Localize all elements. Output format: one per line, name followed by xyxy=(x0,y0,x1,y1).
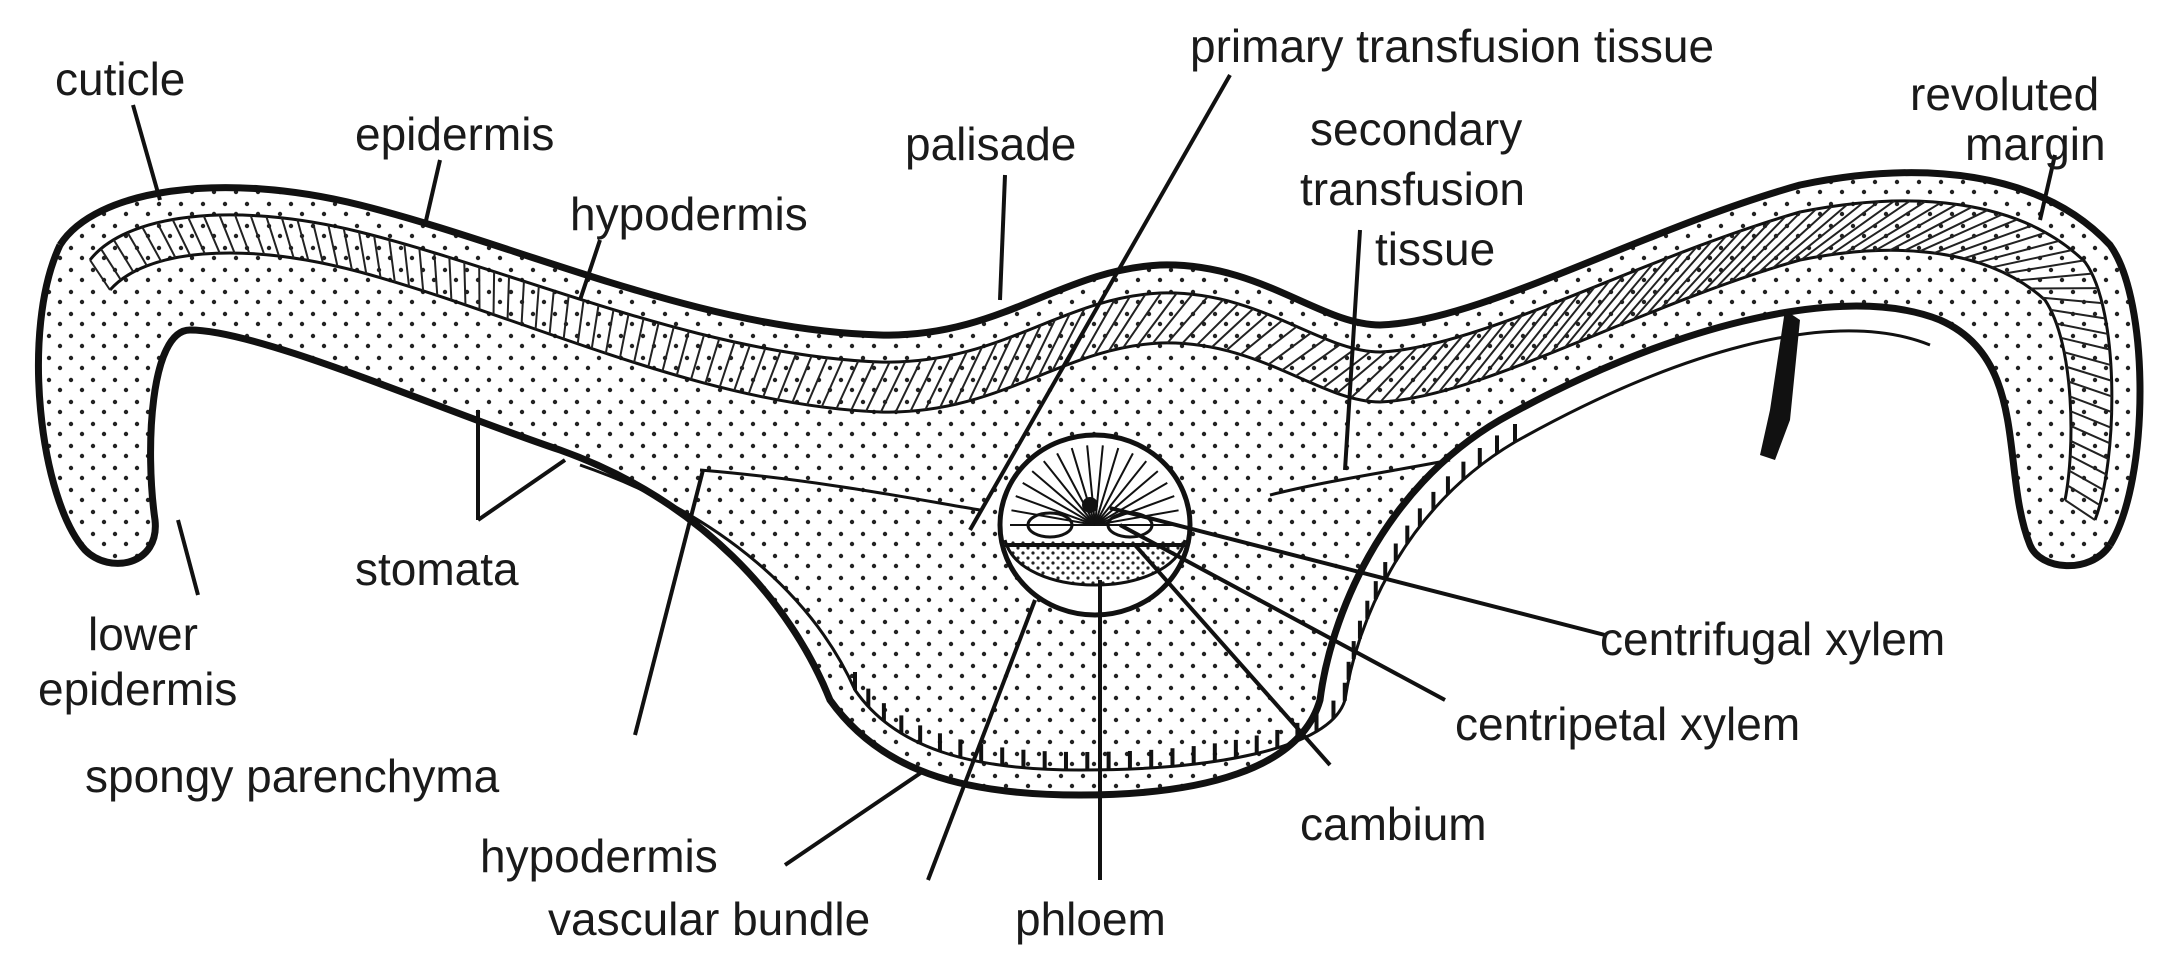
label-epidermis: epidermis xyxy=(355,108,554,160)
palisade-cell xyxy=(464,262,465,305)
label-phloem: phloem xyxy=(1015,893,1166,945)
label-stomata: stomata xyxy=(355,543,519,595)
label-cambium: cambium xyxy=(1300,798,1487,850)
label-centripetal-xylem: centripetal xylem xyxy=(1455,698,1800,750)
label-vascular-bundle: vascular bundle xyxy=(548,893,870,945)
label-cuticle: cuticle xyxy=(55,53,185,105)
label-spongy-parenchyma: spongy parenchyma xyxy=(85,750,500,802)
label-hypodermis-upper: hypodermis xyxy=(570,188,808,240)
vascular-bundle xyxy=(1000,435,1190,615)
label-lower-epidermis-1: lower xyxy=(88,608,198,660)
resin-duct xyxy=(1760,310,1800,460)
label-secondary-transfusion-tissue-3: tissue xyxy=(1375,223,1495,275)
label-revoluted-margin-2: margin xyxy=(1965,118,2106,170)
label-primary-transfusion-tissue: primary transfusion tissue xyxy=(1190,20,1714,72)
label-centrifugal-xylem: centrifugal xylem xyxy=(1600,613,1945,665)
label-hypodermis-lower: hypodermis xyxy=(480,830,718,882)
label-palisade: palisade xyxy=(905,118,1076,170)
palisade-cell xyxy=(494,272,495,315)
label-secondary-transfusion-tissue-1: secondary xyxy=(1310,103,1522,155)
label-revoluted-margin-1: revoluted xyxy=(1910,68,2099,120)
label-lower-epidermis-2: epidermis xyxy=(38,663,237,715)
label-secondary-transfusion-tissue-2: transfusion xyxy=(1300,163,1525,215)
